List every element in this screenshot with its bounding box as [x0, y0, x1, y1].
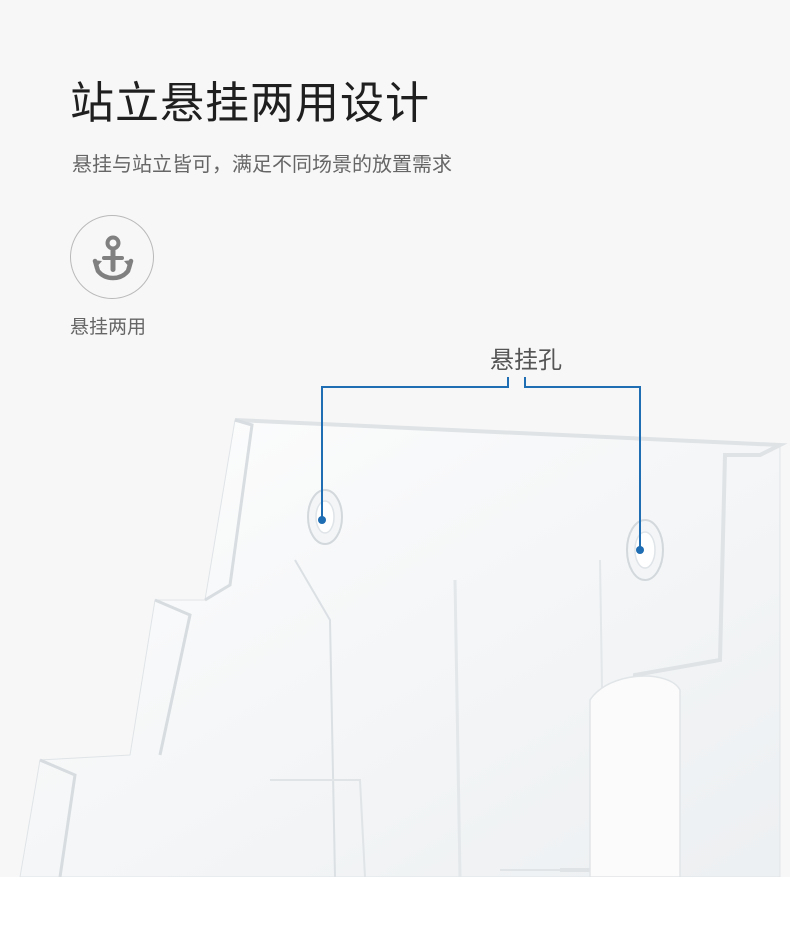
feature-label: 悬挂两用 [70, 316, 147, 338]
page-subtitle: 悬挂与站立皆可，满足不同场景的放置需求 [72, 152, 452, 176]
hanging-hole-right [626, 519, 664, 581]
hanging-hole-left [307, 489, 343, 545]
page-title: 站立悬挂两用设计 [70, 78, 430, 129]
feature-badge [70, 215, 154, 299]
hanging-hole-label: 悬挂孔 [490, 346, 562, 374]
bottom-whitespace [0, 877, 790, 938]
anchor-icon [92, 235, 134, 281]
